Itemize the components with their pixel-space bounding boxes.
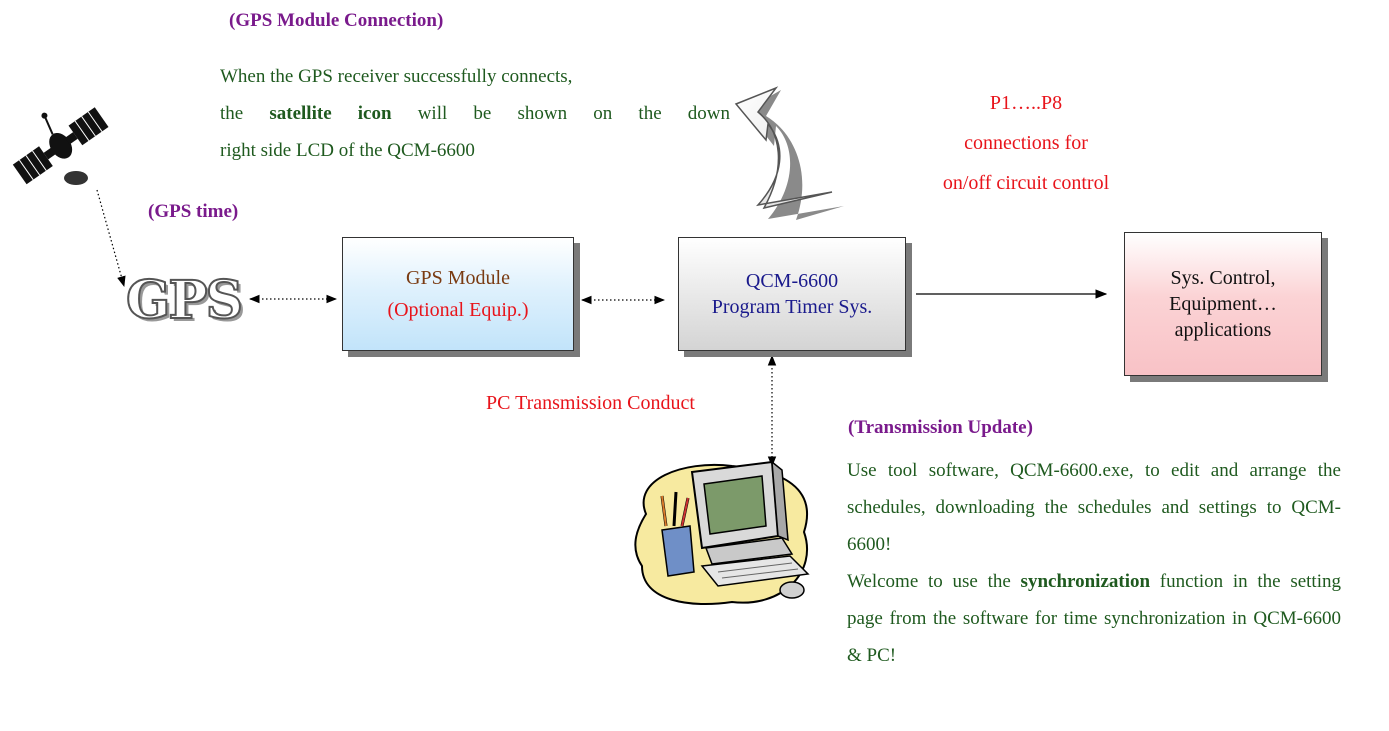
gps-connection-line-2-prefix: the (220, 103, 270, 124)
transmission-update-title: (Transmission Update) (848, 417, 1033, 438)
sys-control-line-2: Equipment… (1169, 293, 1277, 315)
gps-module-box: GPS Module (Optional Equip.) (342, 237, 574, 351)
transmission-update-paragraph-1: Use tool software, QCM-6600.exe, to edit… (847, 460, 1341, 555)
gps-connection-line-2-suffix: will be shown on the down (391, 103, 731, 124)
satellite-icon-phrase: satellite icon (269, 103, 392, 124)
gps-module-label: GPS Module (406, 267, 510, 289)
qcm-model-label: QCM-6600 (745, 270, 839, 292)
transmission-update-paragraph-2: Welcome to use the synchronization funct… (847, 563, 1341, 674)
gps-connection-line-2: the satellite icon will be shown on the … (220, 95, 730, 132)
gps-connection-line-1: When the GPS receiver successfully conne… (220, 66, 573, 87)
pc-transmission-label: PC Transmission Conduct (486, 392, 695, 414)
sys-control-box: Sys. Control, Equipment… applications (1124, 232, 1322, 376)
relay-note-line-3: on/off circuit control (942, 172, 1110, 194)
satellite-to-gps-connector (96, 189, 126, 288)
sys-control-line-3: applications (1174, 319, 1272, 341)
relay-note-line-1: P1…..P8 (989, 92, 1063, 114)
gps-connection-title: (GPS Module Connection) (229, 10, 444, 31)
synchronization-phrase: synchronization (1020, 571, 1151, 592)
computer-icon (634, 460, 810, 605)
relay-note: P1…..P8 connections for on/off circuit c… (906, 80, 1146, 206)
relay-note-line-2: connections for (964, 132, 1088, 154)
gps-connection-description: When the GPS receiver successfully conne… (220, 58, 730, 169)
qcm-6600-box: QCM-6600 Program Timer Sys. (678, 237, 906, 351)
sys-control-line-1: Sys. Control, (1170, 267, 1276, 289)
transmission-update-paragraph-2-prefix: Welcome to use the (847, 571, 1021, 592)
gps-module-optional-label: (Optional Equip.) (387, 299, 529, 321)
gps-connection-line-3: right side LCD of the QCM-6600 (220, 140, 475, 161)
satellite-icon (12, 107, 109, 185)
gps-logo: GPS (125, 269, 244, 332)
transmission-update-body: Use tool software, QCM-6600.exe, to edit… (847, 452, 1341, 674)
transmission-update-paragraph-2-suffix: function in the setting page from the so… (847, 571, 1341, 666)
qcm-system-label: Program Timer Sys. (711, 296, 873, 318)
gps-time-label: (GPS time) (148, 201, 239, 222)
curved-arrow-icon (734, 86, 844, 220)
